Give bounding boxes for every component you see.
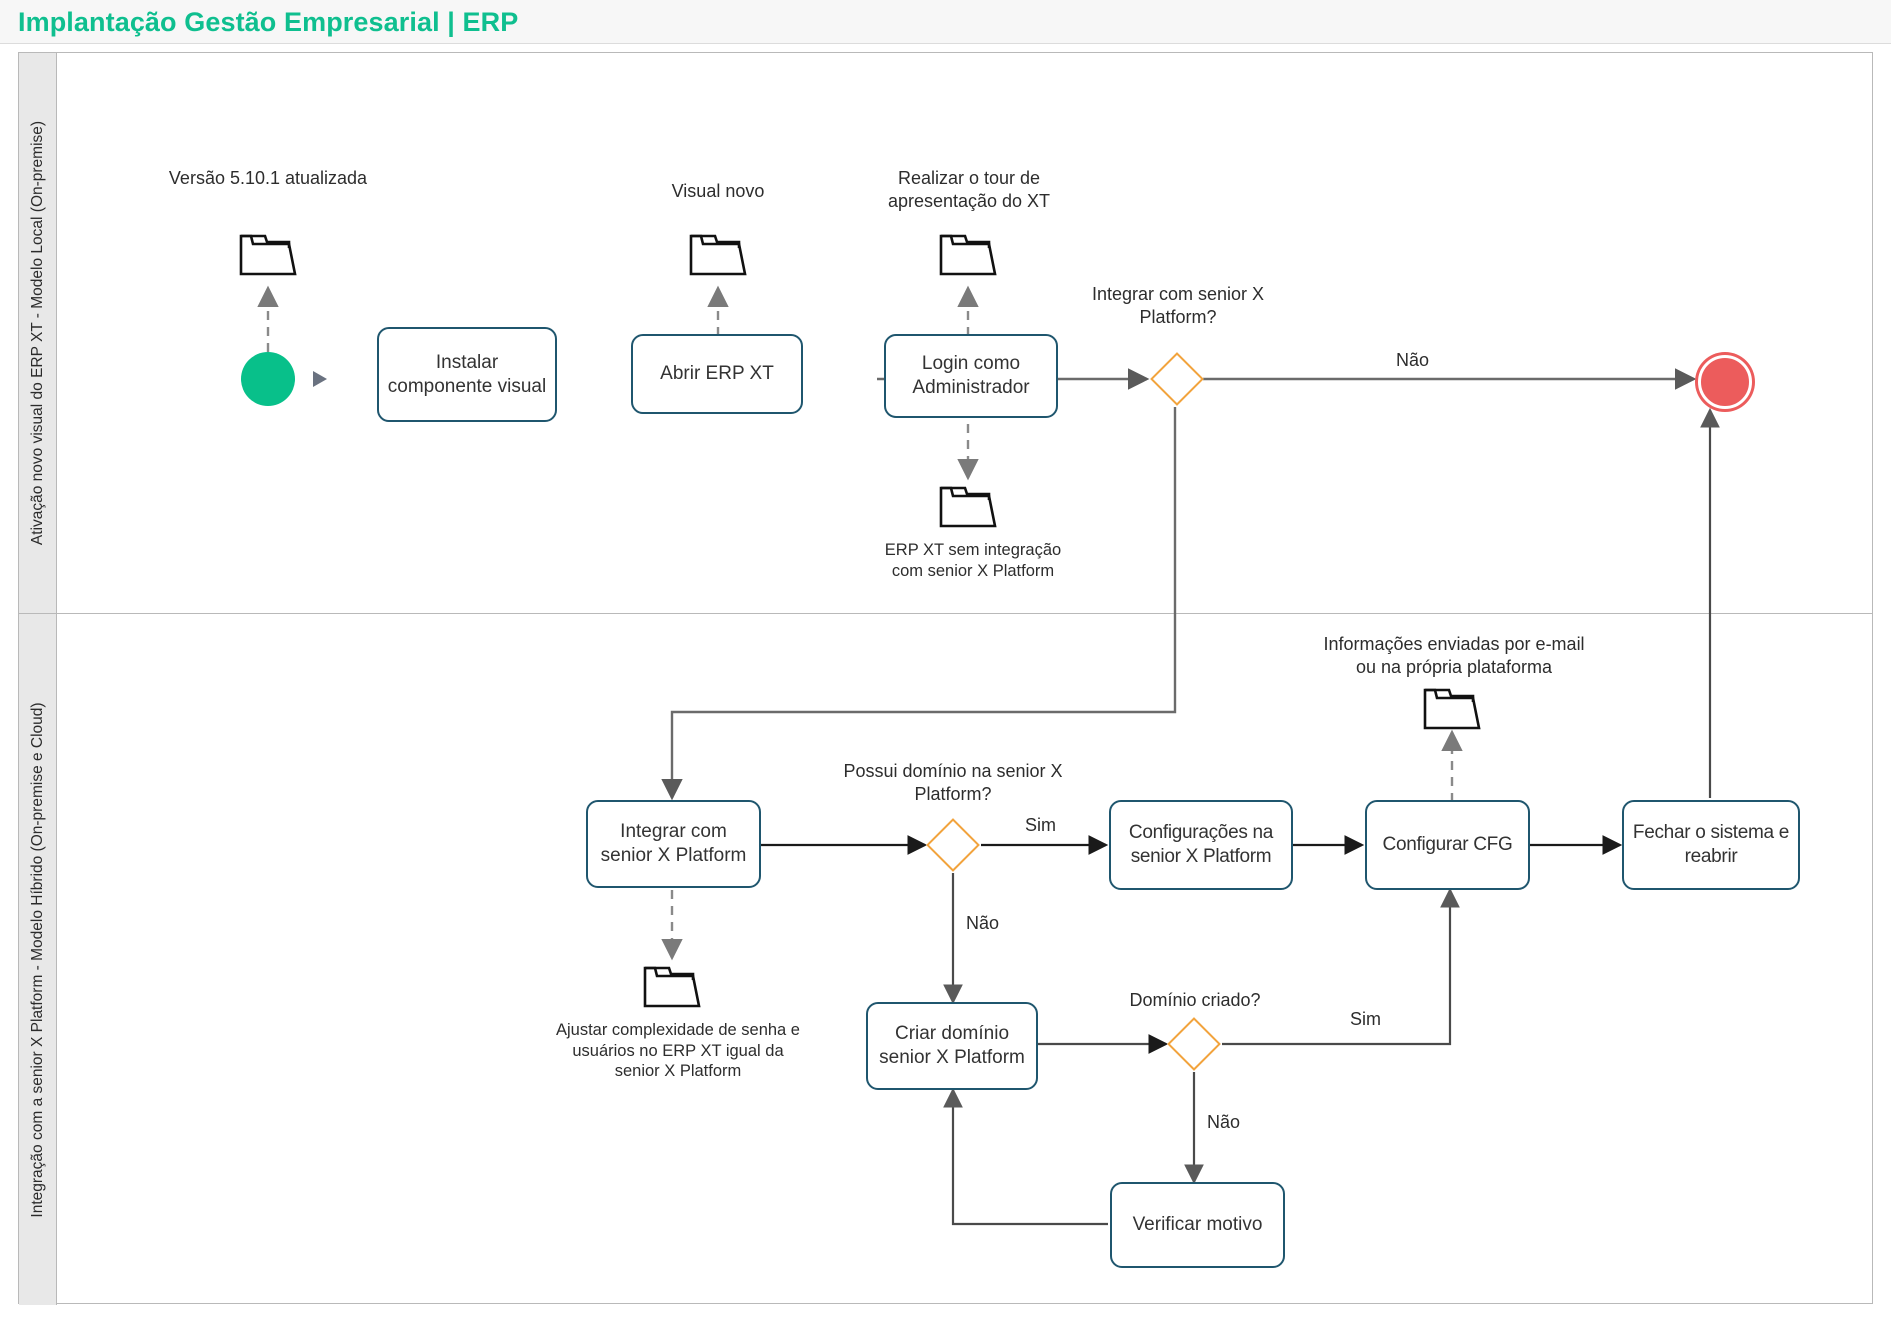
flow-label-g2-sim: Sim: [1025, 815, 1056, 835]
task-criar-dominio-senior-x-platform[interactable]: Criar domínio senior X Platform: [866, 1002, 1038, 1090]
data-object-label-4: ERP XT sem integração com senior X Platf…: [884, 541, 1062, 580]
gateway-2-label: Possui domínio na senior X Platform?: [843, 761, 1063, 804]
flow-label-g2-nao: Não: [966, 913, 1000, 933]
gateway-integrar-com-senior-x-platform[interactable]: [1150, 352, 1204, 406]
task-integrar-com-senior-x-platform[interactable]: Integrar com senior X Platform: [586, 800, 761, 888]
folder-icon: [937, 478, 999, 530]
folder-icon: [937, 226, 999, 278]
gateway-dominio-criado[interactable]: [1167, 1017, 1221, 1071]
data-object-label-5: Ajustar complexidade de senha e usuários…: [556, 1021, 800, 1081]
task-instalar-componente-visual[interactable]: Instalar componente visual: [377, 327, 557, 422]
data-object-label-3: Realizar o tour de apresentação do XT: [887, 168, 1051, 211]
lane-2-label: Integração com a senior X Platform - Mod…: [28, 701, 46, 1218]
page-title: Implantação Gestão Empresarial | ERP: [18, 7, 519, 37]
gateway-3-label: Domínio criado?: [1129, 990, 1261, 1010]
task-abrir-erp-xt[interactable]: Abrir ERP XT: [631, 334, 803, 414]
lane-integracao-senior-x-platform: Integração com a senior X Platform - Mod…: [19, 614, 1872, 1305]
flow-label-g3-nao: Não: [1207, 1112, 1241, 1132]
start-event[interactable]: [241, 352, 295, 406]
task-configuracoes-na-senior-x-platform[interactable]: Configurações na senior X Platform: [1109, 800, 1293, 890]
flow-label-g1-nao: Não: [1396, 350, 1430, 370]
data-object-label-6: Informações enviadas por e-mail ou na pr…: [1323, 634, 1585, 677]
gateway-1-label: Integrar com senior X Platform?: [1091, 284, 1265, 327]
task-fechar-o-sistema-e-reabrir[interactable]: Fechar o sistema e reabrir: [1622, 800, 1800, 890]
lane-2-header: Integração com a senior X Platform - Mod…: [19, 614, 57, 1305]
task-verificar-motivo[interactable]: Verificar motivo: [1110, 1182, 1285, 1268]
folder-icon: [641, 958, 703, 1010]
data-object-label-2: Visual novo: [671, 181, 765, 201]
folder-icon: [687, 226, 749, 278]
page-header: Implantação Gestão Empresarial | ERP: [0, 0, 1891, 44]
task-login-como-administrador[interactable]: Login como Administrador: [884, 334, 1058, 418]
flow-label-g3-sim: Sim: [1350, 1009, 1381, 1029]
gateway-possui-dominio[interactable]: [926, 818, 980, 872]
folder-icon: [1421, 680, 1483, 732]
data-object-label-1: Versão 5.10.1 atualizada: [168, 168, 368, 188]
task-configurar-cfg[interactable]: Configurar CFG: [1365, 800, 1530, 890]
folder-icon: [237, 226, 299, 278]
lane-1-header: Ativação novo visual do ERP XT - Modelo …: [19, 53, 57, 613]
lane-1-label: Ativação novo visual do ERP XT - Modelo …: [28, 120, 46, 546]
end-event[interactable]: [1698, 355, 1752, 409]
